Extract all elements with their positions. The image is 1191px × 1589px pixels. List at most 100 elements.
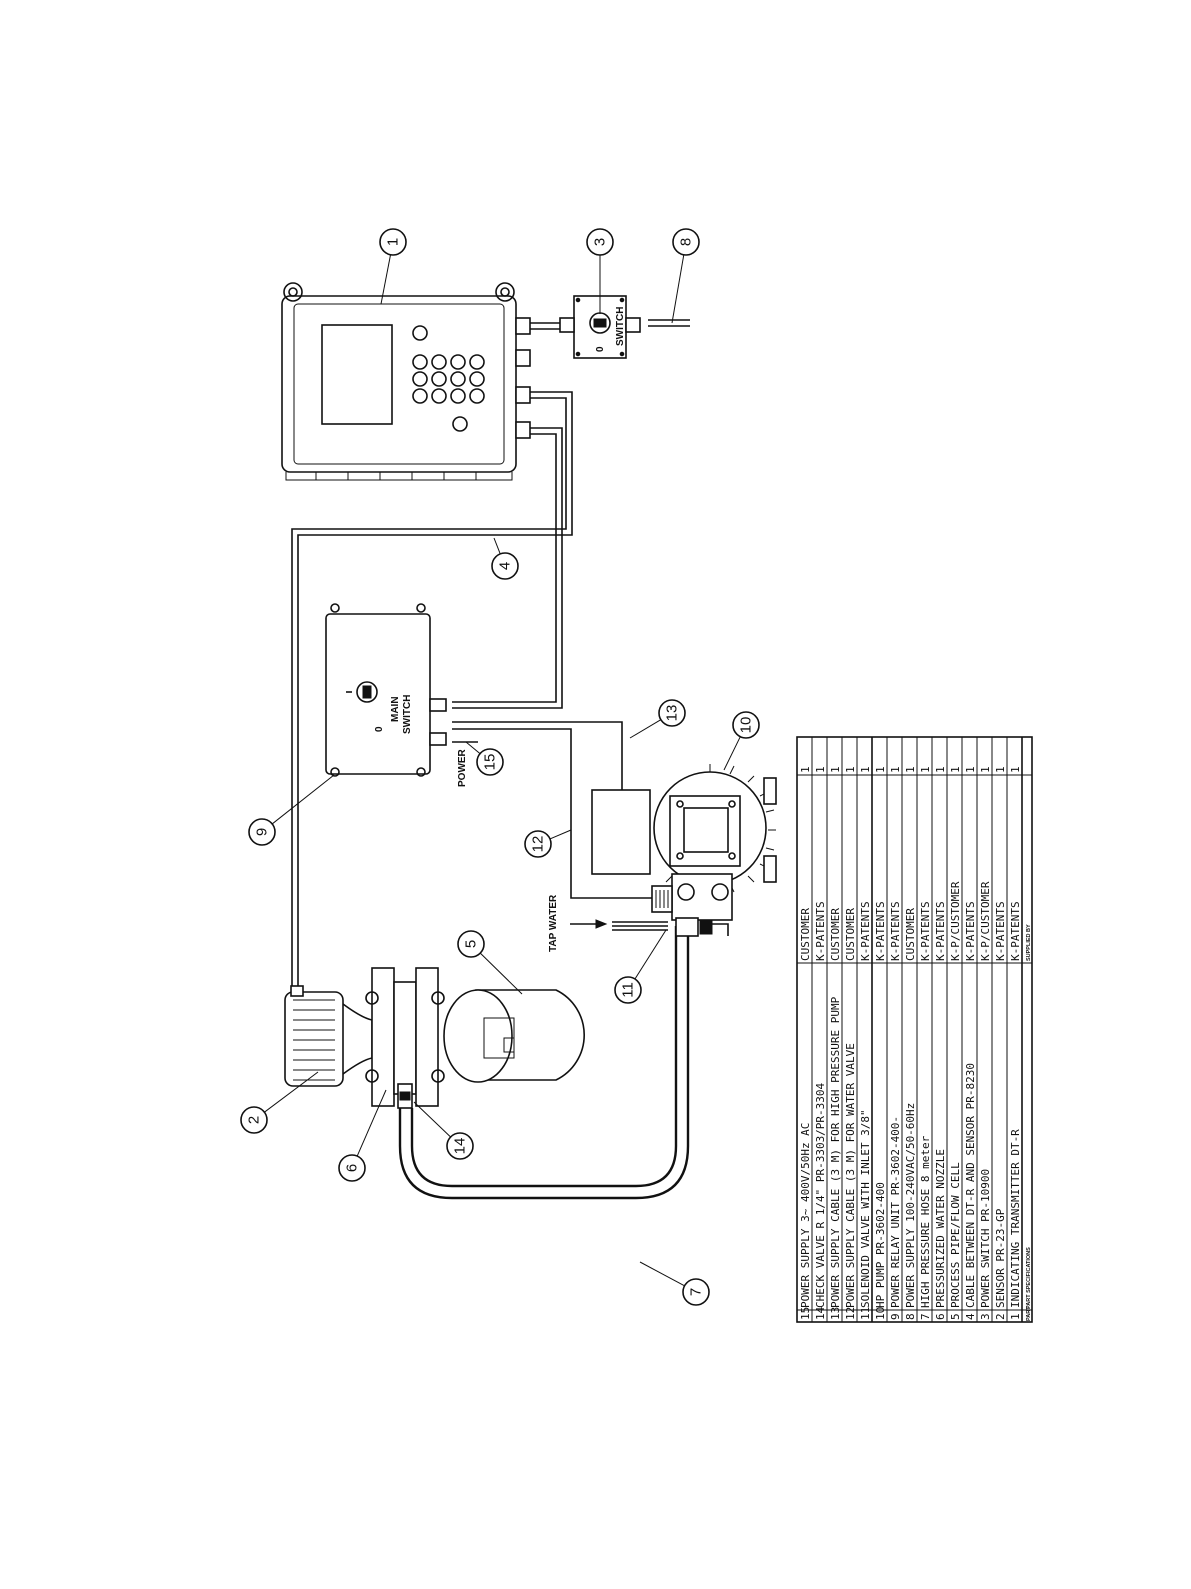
table-cell-supplied-by: CUSTOMER [844,908,857,961]
table-cell-part: 3 [979,1313,992,1320]
table-cell-supplied-by: K-PATENTS [994,901,1007,961]
callout-15: 15 [465,741,504,776]
table-cell-part: 9 [889,1313,902,1320]
hose-7 [398,926,690,1200]
table-cell-part: 5 [949,1313,962,1320]
callout-11: 11 [614,929,667,1004]
table-cell-qty: 1 [949,766,962,773]
callout-circle [476,748,504,776]
table-header-spec: PART SPECIFICATIONS [1026,1247,1032,1309]
cable-dt-to-relay [452,427,563,709]
callout-circle [614,976,642,1004]
table-cell-part: 7 [919,1313,932,1320]
table-cell-spec: CHECK VALVE R 1/4" PR-3303/PR-3304 [814,1082,827,1308]
power-relay-unit: MAIN SWITCH 0 POWER [325,603,468,787]
switch-label: SWITCH [615,307,626,346]
callout-7: 7 [639,1261,710,1306]
callout-leader [634,929,667,980]
callout-leader [271,774,335,825]
callout-circle [338,1154,366,1182]
callout-leader [465,741,481,755]
table-cell-qty: 1 [964,766,977,773]
callout-leader [413,1101,451,1138]
table-cell-spec: PRESSURIZED WATER NOZZLE [934,1149,947,1308]
table-cell-spec: SENSOR PR-23-GP [994,1208,1007,1308]
table-cell-qty: 1 [844,766,857,773]
table-cell-qty: 1 [874,766,887,773]
table-cell-supplied-by: K-PATENTS [919,901,932,961]
callout-leader [264,1071,319,1113]
hp-pump [591,764,777,937]
keypad [412,325,485,432]
table-cell-supplied-by: K-PATENTS [814,901,827,961]
table-cell-part: 4 [964,1313,977,1320]
callout-leader [629,719,662,739]
callout-number: 2 [246,1116,263,1124]
table-cell-qty: 1 [994,766,1007,773]
main-switch-label-2: SWITCH [402,695,413,734]
callout-leader [639,1261,685,1287]
table-cell-qty: 1 [979,766,992,773]
callout-circle [732,711,760,739]
cable-12 [452,728,652,899]
callout-leader [723,736,741,771]
table-cell-qty: 1 [799,766,812,773]
callout-circle [524,830,552,858]
callout-number: 10 [738,717,755,734]
callout-number: 1 [385,238,402,246]
table-cell-supplied-by: K-PATENTS [1009,901,1022,961]
callout-leader [380,254,392,305]
callout-number: 12 [530,836,547,853]
table-cell-spec: SOLENOID VALVE WITH INLET 3/8" [859,1109,872,1308]
table-cell-qty: 1 [814,766,827,773]
tap-water-label: TAP WATER [548,894,559,952]
callout-number: 11 [620,982,637,998]
table-cell-supplied-by: CUSTOMER [799,908,812,961]
callout-leader [493,537,501,555]
table-cell-spec: INDICATING TRANSMITTER DT-R [1009,1129,1022,1308]
table-frame [796,736,1033,1323]
tap-water-pipe [612,921,668,931]
main-switch-zero-label: 0 [374,726,385,732]
table-cell-supplied-by: K-P/CUSTOMER [979,881,992,961]
callout-3: 3 [586,228,614,314]
table-cell-qty: 1 [889,766,902,773]
callout-number: 4 [497,562,514,570]
table-cell-spec: HP PUMP PR-3602-400 [874,1182,887,1308]
table-cell-spec: POWER RELAY UNIT PR-3602-400- [889,1116,902,1308]
callout-leader [549,829,572,840]
callout-circle [586,228,614,256]
table-cell-supplied-by: CUSTOMER [829,908,842,961]
table-header-supplied-by: SUPPLIED BY [1026,924,1032,961]
callout-9: 9 [248,774,335,846]
callout-6: 6 [338,1089,387,1182]
table-cell-supplied-by: CUSTOMER [904,908,917,961]
callout-14: 14 [413,1101,474,1160]
table-cell-qty: 1 [904,766,917,773]
sensor [284,985,373,1087]
table-cell-qty: 1 [1009,766,1022,773]
table-cell-spec: CABLE BETWEEN DT-R AND SENSOR PR-8230 [964,1063,977,1308]
callout-number: 15 [482,754,499,771]
table-cell-spec: POWER SUPPLY CABLE (3 M) FOR WATER VALVE [844,1043,857,1308]
callout-leader [479,952,523,995]
table-header-part: PART [1026,1306,1032,1321]
power-label: POWER [457,748,468,787]
table-cell-spec: POWER SUPPLY 3~ 400V/50Hz AC [799,1123,812,1308]
table-cell-spec: PROCESS PIPE/FLOW CELL [949,1162,962,1308]
callout-1: 1 [379,228,407,305]
callout-number: 6 [344,1164,361,1172]
